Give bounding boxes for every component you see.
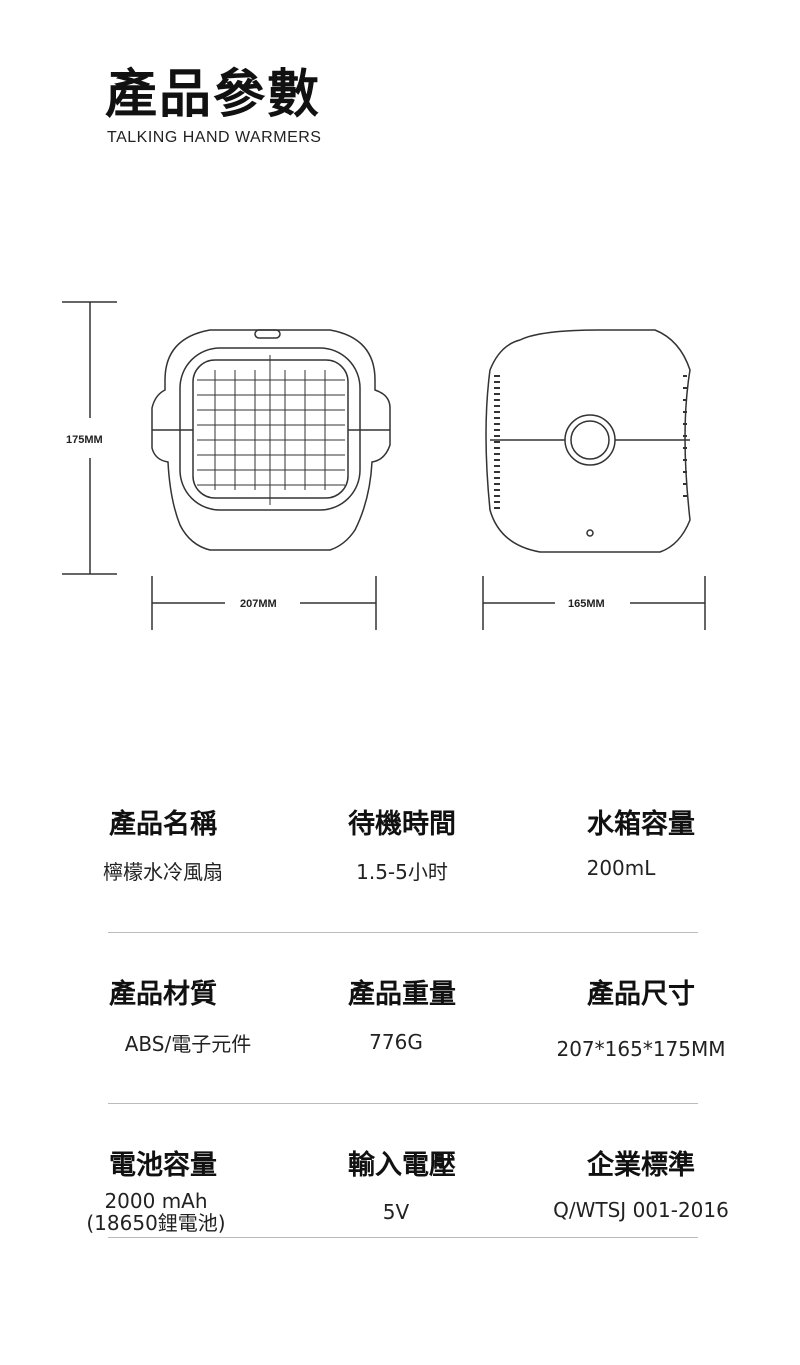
page-title: 產品參數 [105,65,322,125]
spec-label-battery: 電池容量 [109,1150,217,1181]
row-divider [108,932,698,933]
spec-label-tank-capacity: 水箱容量 [587,809,695,840]
spec-value-battery: 2000 mAh (18650鋰電池) [36,1190,276,1234]
row-divider [108,1237,698,1238]
side-view-drawing [485,329,691,553]
spec-label-standby-time: 待機時間 [348,809,456,840]
page-subtitle: TALKING HAND WARMERS [107,129,322,146]
spec-value-weight: 776G [369,1030,423,1054]
spec-label-input-voltage: 輸入電壓 [348,1150,456,1181]
row-divider [108,1103,698,1104]
side-width-label: 165MM [568,598,605,610]
battery-type: (18650鋰電池) [86,1211,226,1235]
spec-label-standard: 企業標準 [587,1150,695,1181]
spec-value-material: ABS/電子元件 [124,1032,252,1056]
spec-value-input-voltage: 5V [382,1200,410,1224]
height-dimension: 175MM [62,301,117,575]
front-view-drawing [151,329,391,551]
spec-value-standard: Q/WTSJ 001-2016 [553,1198,729,1222]
spec-label-material: 產品材質 [109,979,217,1010]
battery-capacity: 2000 mAh [104,1189,208,1213]
side-width-dimension: 165MM [482,576,706,630]
spec-label-weight: 產品重量 [348,979,456,1010]
front-width-dimension: 207MM [151,576,377,630]
spec-value-standby-time: 1.5-5小时 [356,860,448,884]
height-label: 175MM [66,434,103,446]
product-dimension-diagram: 175MM 207MM 165MM [62,301,706,630]
spec-value-tank-capacity: 200mL [586,856,656,880]
front-width-label: 207MM [240,598,277,610]
spec-label-dimensions: 產品尺寸 [587,979,695,1010]
spec-label-product-name: 產品名稱 [109,809,217,840]
spec-value-dimensions: 207*165*175MM [556,1037,726,1061]
spec-value-product-name: 檸檬水冷風扇 [103,860,223,884]
